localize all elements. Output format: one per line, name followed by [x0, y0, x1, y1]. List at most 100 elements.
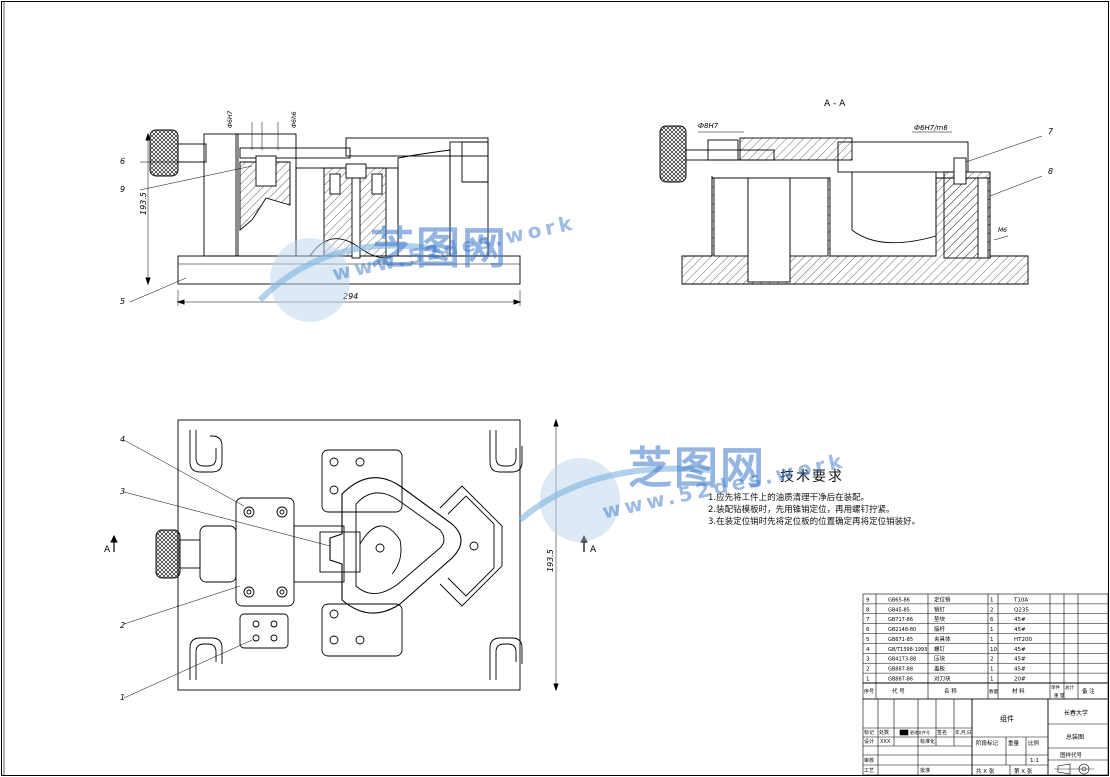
tb-weight: 重量	[1008, 739, 1020, 747]
tech-item-3: 3.在装定位销时先将定位板的位置确定再将定位销装好。	[708, 517, 921, 527]
bom-cell-code: GB717-86	[888, 617, 913, 623]
front-view	[129, 122, 522, 306]
bom-cell-no: 7	[866, 617, 870, 623]
tb-code: 图样代号	[1060, 751, 1083, 759]
bom-cell-qty: 6	[990, 617, 994, 623]
bom-cell-material: HT200	[1014, 637, 1032, 643]
dim-fit-right: Ф6h6	[291, 111, 298, 128]
tech-title: 技术要求	[780, 469, 844, 485]
bom-cell-no: 6	[866, 627, 870, 633]
bom-cell-no: 9	[866, 597, 870, 603]
bom-cell-code: GB65-86	[888, 597, 910, 603]
dim-length: 294	[343, 292, 358, 301]
section-mark-right: A	[590, 545, 597, 555]
tb-part: 组件	[1000, 714, 1014, 723]
tb-change: 更改文件号	[910, 729, 930, 735]
callout-8: 8	[1048, 167, 1053, 176]
tb-drawing: 总装图	[1066, 733, 1084, 741]
bom-cell-qty: 2	[990, 657, 994, 663]
bom-header-code: 代 号	[892, 687, 905, 695]
bom-cell-name: 接杆	[934, 625, 946, 633]
bom-cell-code: GB2148-80	[888, 627, 916, 633]
tb-scale: 比例	[1028, 739, 1040, 747]
tb-sheets: 共 X 张	[976, 767, 995, 775]
bom-header-no: 序号	[864, 688, 874, 695]
section-label: A - A	[824, 99, 846, 109]
bom-cell-material: 45#	[1014, 627, 1026, 633]
bom-cell-name: 垫块	[934, 615, 946, 623]
title-block	[862, 698, 1109, 776]
tb-scale-value: 1:1	[1030, 758, 1039, 764]
tech-item-1: 1.应先将工件上的油质清理干净后在装配。	[708, 493, 870, 503]
bom-header-qty: 数量	[989, 688, 998, 695]
bom-cell-qty: 2	[990, 607, 994, 613]
bom-cell-code: GB45-85	[888, 607, 910, 613]
bom-header-weight: 重 量	[1054, 692, 1065, 699]
bom-cell-material: T10A	[1013, 597, 1028, 603]
bom-cell-qty: 10	[990, 647, 997, 653]
tb-design-name: XXX	[880, 739, 891, 745]
bom-cell-qty: 1	[990, 667, 994, 673]
section-mark-left: A	[104, 545, 111, 555]
tb-standard: 标准化	[920, 738, 935, 745]
bom-cell-name: 销钉	[934, 605, 946, 613]
bom-cell-code: GB4173-88	[888, 657, 916, 663]
tb-check: 审核	[864, 757, 874, 764]
watermark-logo-icon	[257, 238, 441, 322]
tb-mark: 标记	[864, 729, 874, 736]
callout-9: 9	[120, 185, 125, 194]
bom-cell-material: 45#	[1014, 617, 1026, 623]
bom-cell-no: 1	[866, 677, 870, 683]
bom-cell-no: 5	[866, 637, 870, 643]
section-view	[659, 125, 1043, 285]
technical-requirements: 技术要求 1.应先将工件上的油质清理干净后在装配。 2.装配钻模板时，先用锥销定…	[708, 466, 1038, 528]
bom-header-note: 备 注	[1082, 687, 1095, 695]
bom-cell-qty: 1	[990, 627, 994, 633]
bom-header-name: 名 称	[944, 687, 957, 695]
bom-cell-material: 45#	[1014, 667, 1026, 673]
tb-count: 处数	[879, 729, 889, 736]
tb-process: 工艺	[864, 768, 874, 774]
callout-5: 5	[120, 297, 125, 306]
dim-width: 193.5	[546, 549, 555, 572]
dim-fit-left: Ф6H7	[227, 111, 234, 128]
bom-cell-name: 对刀块	[934, 675, 951, 683]
bom-cell-qty: 1	[990, 637, 994, 643]
callout-7: 7	[1048, 127, 1054, 136]
bom-cell-name: 定位销	[934, 595, 951, 603]
callout-4: 4	[120, 435, 125, 444]
bom-cell-qty: 1	[990, 677, 994, 683]
plan-view	[110, 418, 588, 699]
bom-header-total: 总计	[1065, 684, 1074, 691]
bom-cell-code: GB671-85	[888, 637, 913, 643]
bom-cell-code: GB887-86	[888, 677, 913, 683]
bom-cell-name: 盖板	[934, 665, 946, 673]
bom-cell-no: 2	[866, 667, 870, 673]
bom-header-mat: 材 料	[1012, 687, 1025, 695]
bom-cell-material: 45#	[1014, 647, 1026, 653]
bom-cell-code: GB/T1398-1993	[888, 647, 927, 653]
tb-approve: 批准	[920, 767, 930, 774]
bom-cell-name: 夹具体	[934, 635, 951, 643]
callout-3: 3	[120, 487, 125, 496]
dim-fit-left-section: Ф8H7	[698, 122, 719, 130]
tb-sign: 签名	[937, 729, 947, 736]
bom-cell-material: Q235	[1014, 607, 1029, 613]
tech-item-2: 2.装配钻模板时，先用锥销定位，再用螺钉拧紧。	[708, 505, 895, 515]
bom-cell-no: 4	[866, 647, 870, 653]
dim-thread: M6	[998, 227, 1007, 234]
bom-header-unit: 单件	[1051, 684, 1060, 691]
tb-sheet-no: 第 X 张	[1014, 767, 1033, 775]
watermark-logo-icon	[518, 458, 711, 542]
dim-fit-section: Ф6H7/m6	[914, 124, 948, 132]
tb-stage: 阶段标记	[976, 739, 999, 747]
dim-height: 193.5	[139, 192, 148, 215]
bom-table	[862, 593, 1109, 700]
bom-cell-name: 螺钉	[934, 645, 946, 653]
bom-cell-code: GB887-88	[888, 667, 913, 673]
bom-cell-qty: 1	[990, 597, 994, 603]
callout-6: 6	[120, 157, 125, 166]
tb-date: 年,月,日	[955, 729, 971, 736]
